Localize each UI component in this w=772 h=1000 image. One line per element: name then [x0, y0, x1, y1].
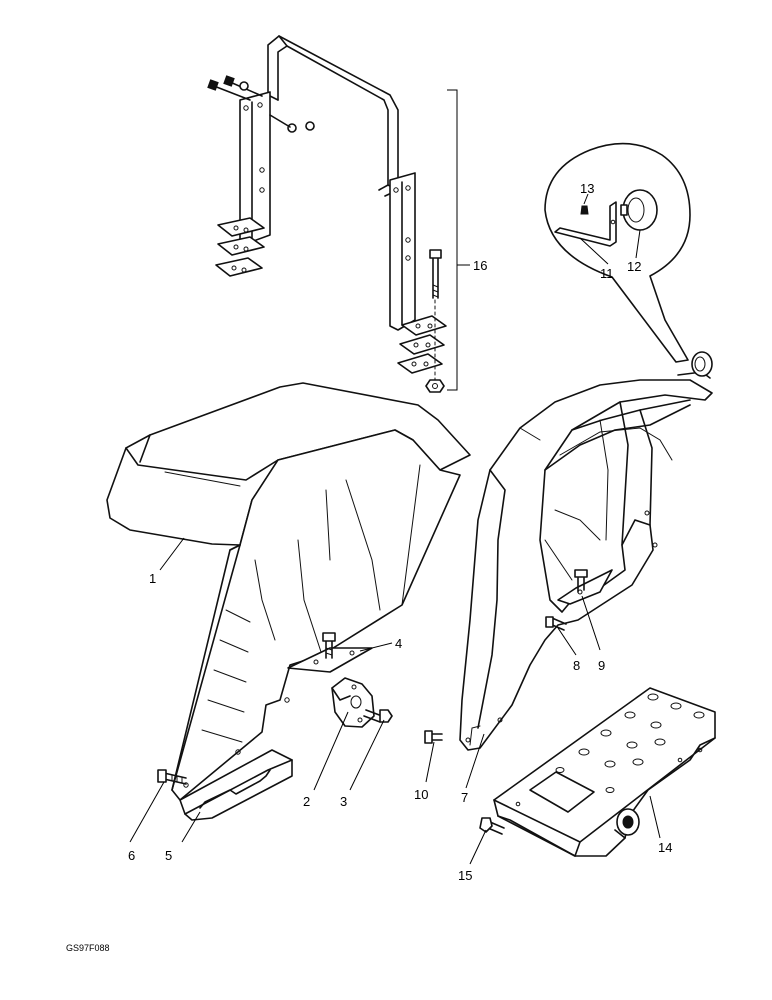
- callout-15: 15: [458, 868, 472, 883]
- drawing-code: GS97F088: [66, 943, 110, 953]
- callout-16: 16: [473, 258, 487, 273]
- rollover-frame-assembly: [207, 35, 447, 393]
- bolt-10: [424, 730, 443, 744]
- callout-12: 12: [627, 259, 641, 274]
- right-fender: [459, 379, 713, 751]
- callout-13: 13: [580, 181, 594, 196]
- spacer-block: [331, 677, 375, 728]
- bolt-15: [479, 817, 505, 835]
- callout-7: 7: [461, 790, 468, 805]
- callout-3: 3: [340, 794, 347, 809]
- callout-9: 9: [598, 658, 605, 673]
- support-frame: [493, 687, 716, 857]
- callout-4: 4: [395, 636, 402, 651]
- bolt-3: [363, 709, 393, 723]
- callout-6: 6: [128, 848, 135, 863]
- callout-5: 5: [165, 848, 172, 863]
- callout-1: 1: [149, 571, 156, 586]
- assembly-bracket-16: [447, 89, 458, 391]
- callout-8: 8: [573, 658, 580, 673]
- reflector-detail-bubble: [544, 142, 691, 363]
- leader-lines: [129, 193, 661, 865]
- callout-14: 14: [658, 840, 672, 855]
- left-fender: [106, 382, 471, 801]
- lower-step-bracket: [179, 749, 293, 821]
- callout-10: 10: [414, 787, 428, 802]
- callout-2: 2: [303, 794, 310, 809]
- callout-11: 11: [600, 266, 614, 281]
- callouts: 1 2 3 4 5 6 7 8 9 10 11 12 13 14 15 16: [128, 181, 672, 883]
- reflector-on-fender: [677, 351, 713, 379]
- bolt-6: [157, 769, 187, 785]
